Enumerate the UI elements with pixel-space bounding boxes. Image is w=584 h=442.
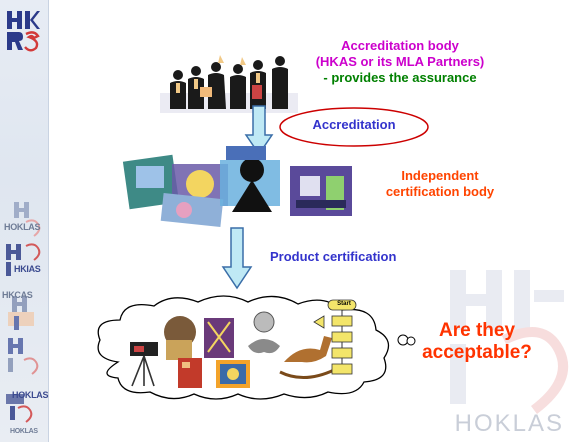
products-cloud <box>97 295 390 400</box>
acceptable-question: Are they acceptable? <box>412 320 542 364</box>
accreditation-body-label: Accreditation body (HKAS or its MLA Part… <box>300 38 500 86</box>
accreditation-ellipse <box>279 107 429 147</box>
watermark-text: HOKLAS <box>454 410 564 437</box>
product-certification-label: Product certification <box>270 249 397 264</box>
down-arrow-1 <box>244 105 274 156</box>
meeting-picture-icon <box>216 360 250 388</box>
side-logo-4 <box>8 338 39 375</box>
network-tools-icon <box>204 318 234 358</box>
hkas-logo <box>7 11 40 52</box>
side-label-5: HOKLAS <box>10 428 38 435</box>
accreditation-body-line2: (HKAS or its MLA Partners) <box>315 54 485 69</box>
flowchart-icon <box>313 299 357 375</box>
worker-group-icon <box>164 316 202 388</box>
certification-body-label: Independent certification body <box>360 168 520 200</box>
globe-hands-icon <box>248 311 280 354</box>
certification-body-collage <box>122 146 352 228</box>
rocking-horse-icon <box>279 336 335 379</box>
people-group-image <box>160 55 298 113</box>
hkas-watermark-logo <box>450 270 568 414</box>
side-label-1: HOKLAS <box>4 222 41 232</box>
accreditation-body-line3: - provides the assurance <box>323 70 477 85</box>
thought-bubble-tail <box>397 334 416 346</box>
side-logo-2 <box>6 243 41 276</box>
certification-body-line1: Independent <box>401 168 479 183</box>
sidebar: HOKLAS HKIAS HKCAS HOKLAS HOKLAS <box>0 0 49 442</box>
certification-body-line2: certification body <box>385 184 495 199</box>
accreditation-body-line1: Accreditation body <box>341 38 459 53</box>
side-logo-1 <box>14 202 41 237</box>
down-arrow-2 <box>221 227 253 290</box>
flowchart-start-label: Start <box>337 301 351 307</box>
accreditation-label: Accreditation <box>312 117 396 132</box>
side-label-3: HKCAS <box>2 290 33 300</box>
side-logo-3 <box>8 296 34 330</box>
question-line2: acceptable? <box>422 342 532 363</box>
question-line1: Are they <box>438 320 516 341</box>
camera-tripod-icon <box>130 342 158 387</box>
side-logo-5 <box>6 394 33 423</box>
side-label-2: HKIAS <box>14 264 41 274</box>
side-label-4: HOKLAS <box>12 390 49 400</box>
